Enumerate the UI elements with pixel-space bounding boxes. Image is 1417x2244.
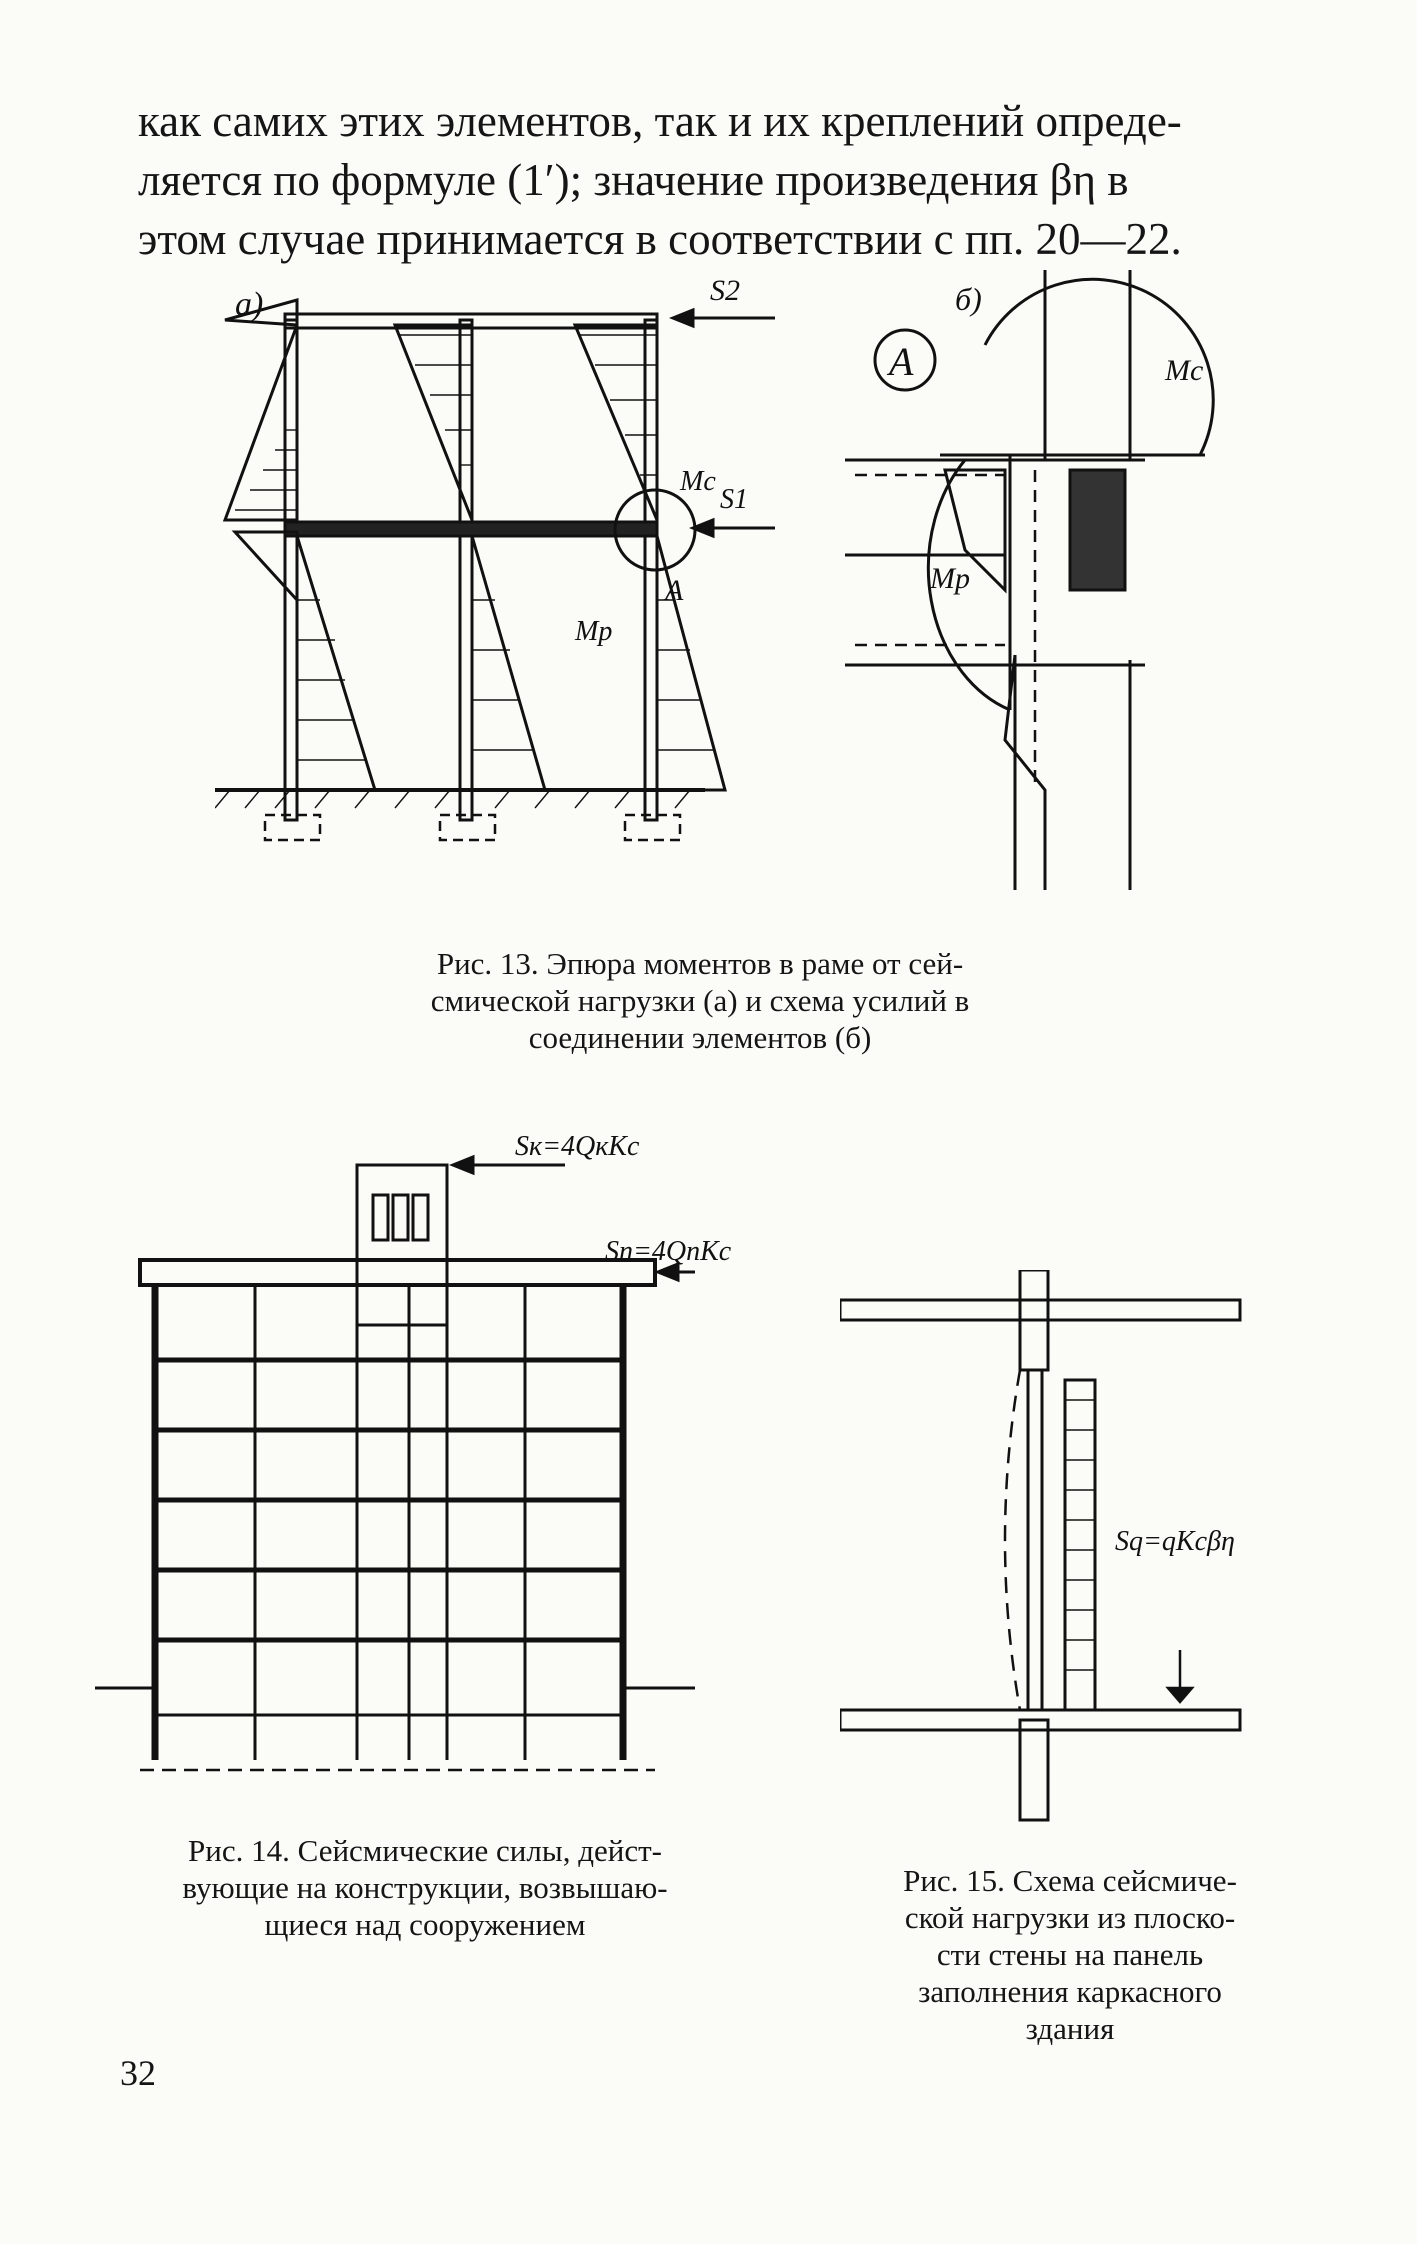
figure-13b-joint-detail: A б) Mc Mp [845,270,1215,890]
fig13-label-a: а) [235,286,263,323]
fig14-sk-label: Sк=4QкKc [515,1131,640,1162]
body-paragraph: как самих этих элементов, так и их крепл… [138,92,1303,269]
figure-13a-frame-diagram: а) S2 Mc S1 A Mp [215,274,775,842]
figure-14-caption: Рис. 14. Сейсмические силы, дейст- вующи… [115,1832,735,1943]
body-line-3: этом случае принимается в соответствии с… [138,214,1182,264]
figure-15-panel-diagram: Sq=qKcβη [840,1270,1242,1822]
fig15-caption-line-5: здания [1025,2011,1115,2046]
figure-15-caption: Рис. 15. Схема сейсмиче- ской нагрузки и… [845,1862,1295,2047]
fig15-sq-label: Sq=qKcβη [1115,1526,1235,1557]
fig13-label-b: б) [955,281,982,317]
fig15-caption-line-4: заполнения каркасного [918,1974,1222,2009]
fig14-caption-line-2: вующие на конструкции, возвышаю- [182,1870,668,1905]
fig14-caption-line-3: щиеся над сооружением [264,1907,586,1942]
page-number: 32 [120,2053,156,2093]
fig15-caption-line-3: сти стены на панель [936,1937,1204,1972]
body-line-1: как самих этих элементов, так и их крепл… [138,96,1182,146]
fig13-s1-label: S1 [720,484,748,515]
fig13-s2-label: S2 [710,274,740,307]
fig14-caption-line-1: Рис. 14. Сейсмические силы, дейст- [188,1833,662,1868]
fig15-caption-line-1: Рис. 15. Схема сейсмиче- [903,1863,1237,1898]
fig13-caption-line-3: соединении элементов (б) [528,1020,872,1055]
fig14-sn-label: Sn=4QnKc [605,1236,732,1267]
figure-13-caption: Рис. 13. Эпюра моментов в раме от сей- с… [300,945,1100,1056]
fig13-node-a-label: A [663,574,684,607]
fig13b-mc-label: Mc [1164,354,1203,387]
fig15-caption-line-2: ской нагрузки из плоско- [904,1900,1236,1935]
fig13-mp-label: Mp [574,616,612,647]
fig13b-mp-label: Mp [929,562,970,595]
fig13b-node-circle-label: A [886,339,914,384]
body-line-2: ляется по формуле (1′); значение произве… [138,155,1129,205]
fig13-caption-line-2: смической нагрузки (а) и схема усилий в [430,983,970,1018]
fig13-mc-label: Mc [679,466,716,497]
fig13-caption-line-1: Рис. 13. Эпюра моментов в раме от сей- [436,946,964,981]
figure-14-building-diagram: Sк=4QкKc Sn=4QnKc [95,1131,732,1772]
